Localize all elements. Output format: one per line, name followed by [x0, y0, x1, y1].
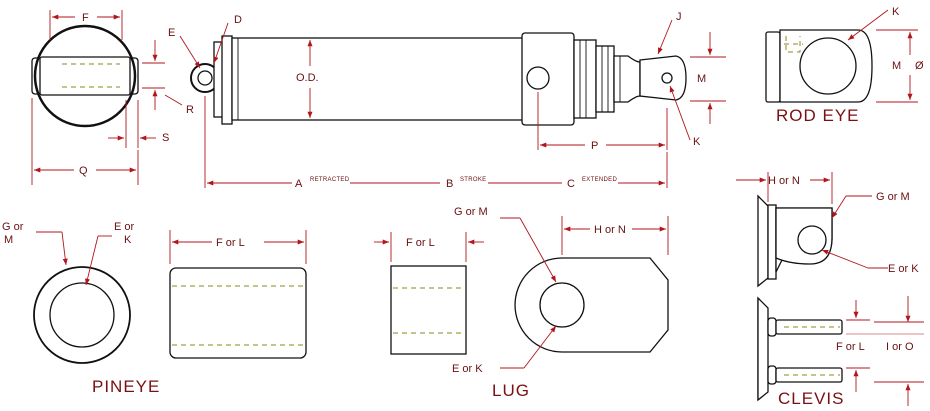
label-M: M: [697, 73, 706, 85]
title-pineye: PINEYE: [92, 377, 160, 396]
label-F: F: [82, 12, 89, 24]
label-lug-EorK: E or K: [452, 363, 483, 375]
rod-eye-view: [766, 10, 918, 102]
label-R: R: [186, 104, 194, 116]
label-pineye-GorM-1: G or: [2, 221, 24, 233]
end-view: [32, 10, 182, 185]
label-pineye-EorK-1: E or: [114, 221, 135, 233]
label-stroke: STROKE: [460, 177, 486, 183]
label-B: B: [446, 178, 453, 190]
label-K-top: K: [892, 6, 900, 18]
label-P: P: [591, 140, 598, 152]
label-clevis-GorM: G or M: [876, 191, 910, 203]
label-pineye-EorK-2: K: [124, 234, 132, 246]
label-K-mid: K: [693, 136, 701, 148]
label-lug-GorM: G or M: [454, 206, 488, 218]
label-diameter: Ø: [915, 60, 924, 72]
label-extended: EXTENDED: [582, 177, 617, 183]
label-clevis-IorO: I or O: [886, 341, 914, 353]
label-Q: Q: [79, 165, 88, 177]
clevis-view: [736, 172, 924, 406]
label-J: J: [676, 11, 682, 23]
label-pineye-GorM-2: M: [4, 234, 13, 246]
label-lug-ForL: F or L: [406, 237, 435, 249]
label-clevis-ForL: F or L: [836, 341, 865, 353]
label-S: S: [162, 132, 169, 144]
pineye-view: [34, 230, 306, 363]
label-clevis-EorK: E or K: [888, 263, 919, 275]
label-A: A: [295, 178, 303, 190]
title-rod-eye: ROD EYE: [776, 106, 860, 125]
label-pineye-ForL: F or L: [216, 237, 245, 249]
label-retracted: RETRACTED: [310, 177, 350, 183]
title-lug: LUG: [492, 381, 530, 400]
label-rodeye-M: M: [892, 60, 901, 72]
label-E: E: [168, 27, 175, 39]
label-lug-HorN: H or N: [594, 224, 626, 236]
label-clevis-HorN: H or N: [768, 175, 800, 187]
label-C: C: [567, 178, 575, 190]
cylinder-side-view: [180, 20, 726, 188]
label-D: D: [234, 14, 242, 26]
label-OD: O.D.: [296, 72, 319, 84]
title-clevis: CLEVIS: [778, 389, 844, 408]
